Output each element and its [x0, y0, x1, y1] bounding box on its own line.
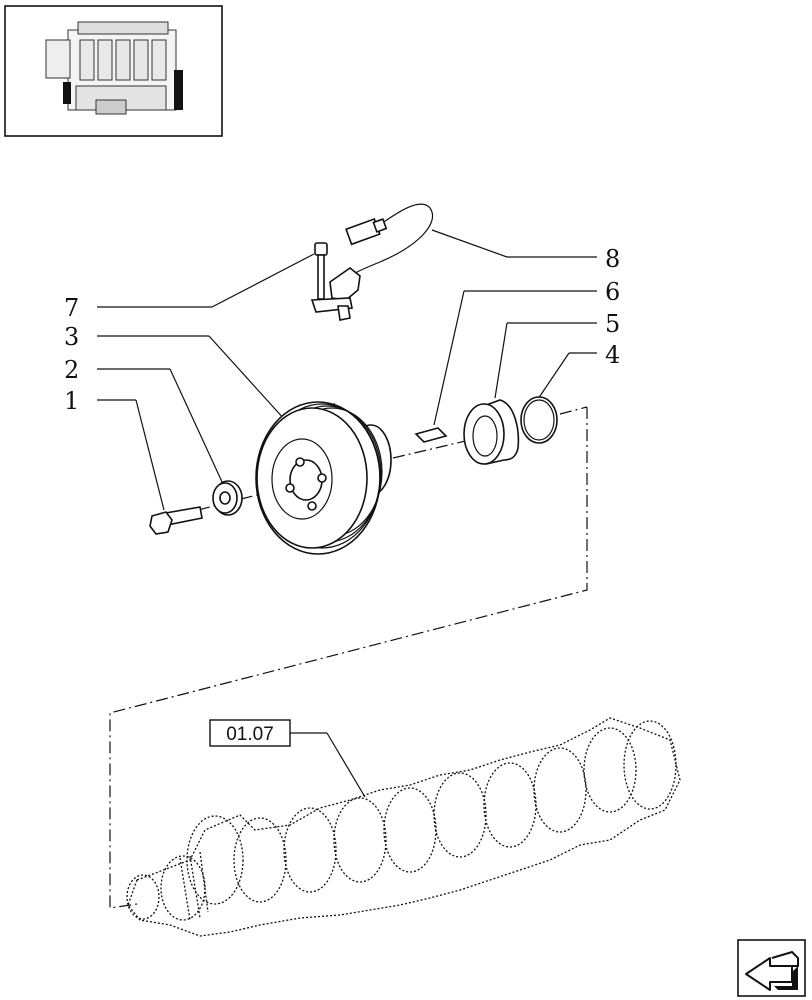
- callout-4: 4: [605, 341, 620, 369]
- part-1-bolt: [149, 506, 203, 535]
- part-5-spacer-sleeve: [463, 399, 520, 465]
- part-2-washer: [212, 480, 243, 516]
- part-3-damper-pulley: [255, 401, 392, 555]
- callout-7: 7: [64, 294, 79, 322]
- part-6-key: [414, 427, 448, 443]
- callout-3: 3: [64, 323, 79, 351]
- engine-thumbnail-icon: [4, 5, 223, 137]
- reference-box[interactable]: 01.07: [209, 719, 291, 747]
- callout-6: 6: [605, 278, 620, 306]
- part-8-speed-sensor: [310, 203, 434, 321]
- callout-numbers: 8 7 6 3 5 4 2 1: [64, 245, 620, 415]
- leader-lines: [97, 229, 597, 798]
- crankshaft-reference-part: [126, 717, 681, 937]
- part-7-sensor-bolt: [314, 242, 328, 300]
- callout-5: 5: [605, 310, 620, 338]
- callout-8: 8: [605, 245, 620, 273]
- callout-1: 1: [64, 387, 79, 415]
- part-4-o-ring: [520, 396, 558, 444]
- reference-label: 01.07: [226, 724, 274, 745]
- next-page-arrow-icon[interactable]: [737, 939, 806, 997]
- callout-2: 2: [64, 356, 79, 384]
